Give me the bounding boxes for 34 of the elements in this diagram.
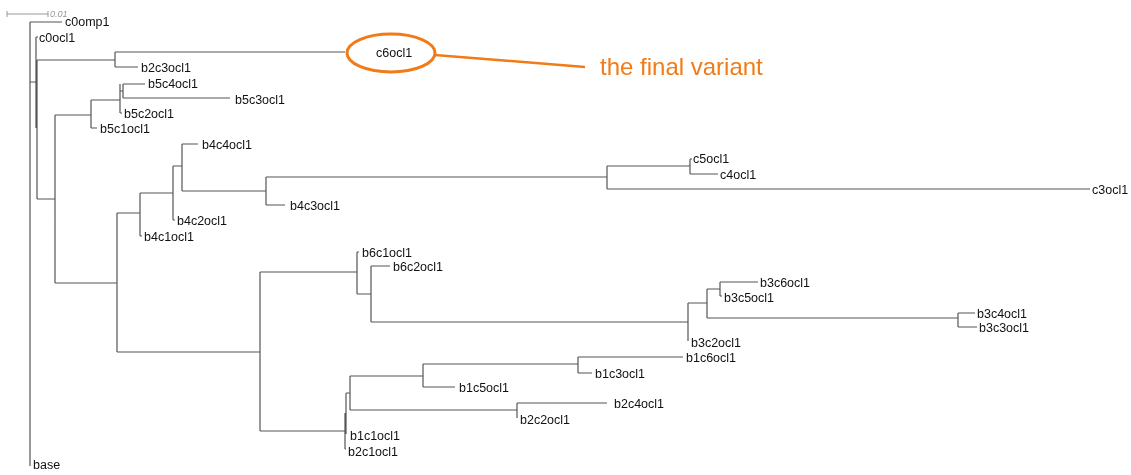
taxon-label: b1c5ocl1 — [459, 381, 510, 395]
taxon-label: b5c1ocl1 — [100, 122, 151, 136]
taxon-label: b4c3ocl1 — [290, 199, 341, 213]
taxon-label: c6ocl1 — [376, 45, 413, 61]
leader-line — [434, 53, 586, 69]
taxon-label: b5c3ocl1 — [235, 93, 286, 107]
taxon-label: b4c2ocl1 — [177, 214, 228, 228]
taxon-label: b2c3ocl1 — [141, 61, 192, 75]
scale-value: 0.01 — [50, 8, 68, 19]
taxon-label: b3c5ocl1 — [724, 291, 775, 305]
taxon-label: b6c1ocl1 — [362, 246, 413, 260]
taxon-label: b5c2ocl1 — [124, 107, 175, 121]
taxon-label: b3c2ocl1 — [691, 336, 742, 350]
taxon-label: b3c6ocl1 — [760, 276, 811, 290]
taxon-label: b3c3ocl1 — [979, 321, 1030, 335]
callout-text: the final variant — [600, 52, 764, 82]
taxon-label: c5ocl1 — [693, 152, 730, 166]
taxon-label: c0omp1 — [65, 15, 110, 29]
taxon-label: b2c2ocl1 — [520, 413, 571, 427]
taxon-label: b1c6ocl1 — [686, 351, 737, 365]
taxon-label: c3ocl1 — [1092, 183, 1129, 197]
taxon-label: b2c4ocl1 — [614, 397, 665, 411]
taxon-label: b3c4ocl1 — [977, 307, 1028, 321]
taxon-label: b2c1ocl1 — [348, 445, 399, 459]
taxon-label: b4c4ocl1 — [202, 138, 253, 152]
highlight-ellipse — [345, 32, 437, 74]
taxon-label: b1c3ocl1 — [595, 367, 646, 381]
taxon-label: b4c1ocl1 — [144, 230, 195, 244]
taxon-label: b1c1ocl1 — [350, 429, 401, 443]
taxon-label: b5c4ocl1 — [148, 77, 199, 91]
taxon-label: b6c2ocl1 — [393, 260, 444, 274]
taxon-label: base — [33, 458, 61, 472]
taxon-label: c0ocl1 — [39, 31, 76, 45]
taxon-label: c4ocl1 — [720, 168, 757, 182]
